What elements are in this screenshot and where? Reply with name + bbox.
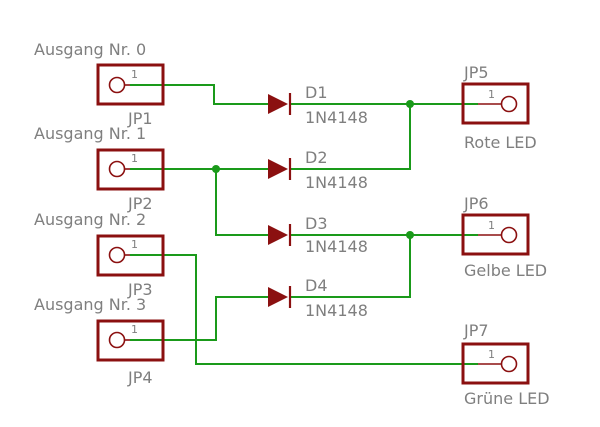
output-connector-jp6: JP6 1 Gelbe LED: [461, 194, 547, 280]
input-connector-jp1: Ausgang Nr. 0 1 JP1: [34, 40, 165, 128]
connector-ref: JP4: [127, 368, 153, 387]
pin-number: 1: [488, 348, 495, 361]
connector-body: [96, 63, 165, 106]
diode-d1: D1 1N4148: [268, 83, 368, 127]
pin-ring: [500, 226, 518, 244]
input-name-label: Ausgang Nr. 0: [34, 40, 146, 59]
junction-dot: [212, 165, 220, 173]
diode-d3: D3 1N4148: [268, 214, 368, 256]
output-led-label: Rote LED: [464, 133, 537, 152]
pin-ring: [500, 355, 518, 373]
pin-ring: [108, 76, 126, 94]
diode-ref: D4: [305, 276, 328, 295]
junction-dot: [406, 231, 414, 239]
pin-number: 1: [488, 219, 495, 232]
output-led-label: Grüne LED: [464, 389, 550, 408]
wire-jp2-d3: [215, 169, 268, 236]
pin-number: 1: [131, 152, 138, 165]
connector-body: [461, 342, 530, 385]
wire-d4-jp6: [291, 235, 411, 298]
wire-jp3-jp7: [130, 254, 478, 365]
diode-ref: D3: [305, 214, 328, 233]
input-connector-jp2: Ausgang Nr. 1 1 JP2: [34, 124, 165, 213]
pin-number: 1: [488, 88, 495, 101]
diode-d4: D4 1N4148: [268, 276, 368, 320]
input-name-label: Ausgang Nr. 3: [34, 295, 146, 314]
diode-part: 1N4148: [305, 301, 368, 320]
diode-ref: D2: [305, 148, 328, 167]
diode-symbol: [268, 94, 288, 114]
connector-body: [96, 148, 165, 191]
output-led-label: Gelbe LED: [464, 261, 547, 280]
diode-symbol: [268, 225, 288, 245]
pin-number: 1: [131, 238, 138, 251]
connector-ref: JP6: [463, 194, 489, 213]
output-connector-jp5: JP5 1 Rote LED: [461, 63, 537, 152]
connector-body: [461, 82, 530, 125]
connector-ref: JP3: [127, 280, 153, 299]
junction-dot: [406, 100, 414, 108]
pin-number: 1: [131, 68, 138, 81]
diode-symbol: [268, 287, 288, 307]
diode-symbol: [268, 159, 288, 179]
pin-number: 1: [131, 323, 138, 336]
wire-jp1-d1: [130, 84, 268, 105]
pin-ring: [500, 95, 518, 113]
pin-ring: [108, 246, 126, 264]
connector-ref: JP5: [463, 63, 489, 82]
connector-ref: JP1: [127, 109, 153, 128]
input-connector-jp4: Ausgang Nr. 3 1 JP4: [34, 295, 165, 387]
diode-d2: D2 1N4148: [268, 148, 368, 192]
connector-body: [96, 319, 165, 362]
input-name-label: Ausgang Nr. 2: [34, 210, 146, 229]
connector-ref: JP2: [127, 194, 153, 213]
connector-body: [461, 213, 530, 256]
diode-part: 1N4148: [305, 237, 368, 256]
wires: [130, 84, 478, 365]
wire-d2-jp5: [291, 104, 411, 170]
input-connector-jp3: Ausgang Nr. 2 1 JP3: [34, 210, 165, 299]
pin-ring: [108, 331, 126, 349]
wire-jp4-d4: [130, 296, 268, 341]
input-name-label: Ausgang Nr. 1: [34, 124, 146, 143]
connector-ref: JP7: [463, 321, 489, 340]
diode-part: 1N4148: [305, 173, 368, 192]
diode-part: 1N4148: [305, 108, 368, 127]
diode-ref: D1: [305, 83, 328, 102]
output-connector-jp7: JP7 1 Grüne LED: [461, 321, 550, 408]
pin-ring: [108, 160, 126, 178]
connector-body: [96, 234, 165, 277]
